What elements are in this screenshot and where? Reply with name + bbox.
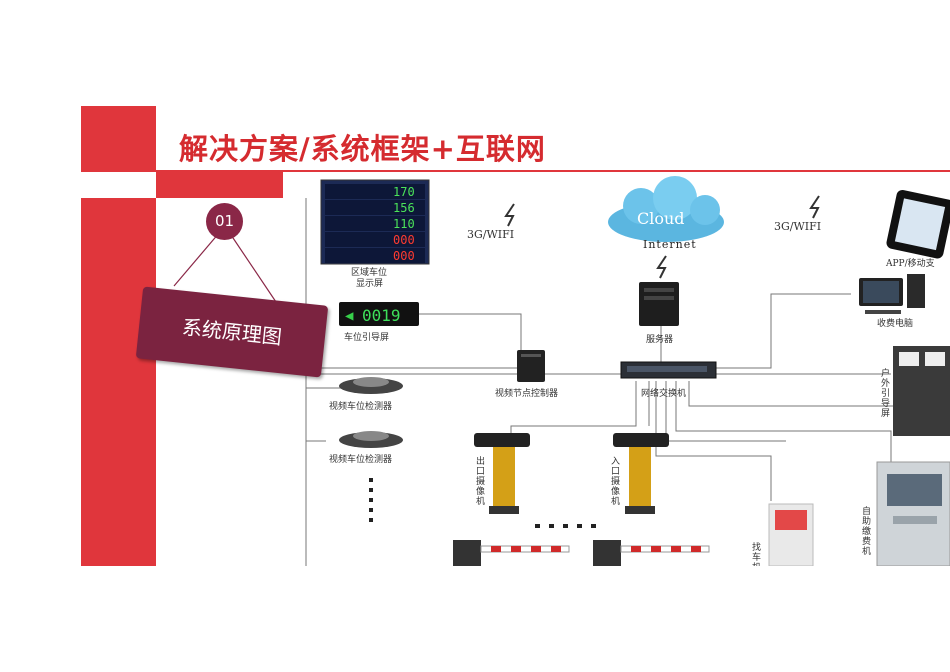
auto-pay-kiosk: [876, 461, 950, 566]
cloud-text: Cloud: [637, 209, 685, 228]
find-car-kiosk: [768, 503, 814, 566]
entry-camera-label-0: 入: [611, 456, 620, 467]
node-controller: [517, 350, 545, 382]
page-title: 解决方案/系统框架+互联网: [179, 132, 546, 166]
display-row-bg: [325, 200, 425, 215]
wireless-icon-left: [504, 203, 515, 227]
guidance-screen-value: 0019: [362, 306, 401, 325]
exit-camera-label-1: 口: [476, 467, 485, 477]
auto-pay-label-1: 助: [862, 515, 871, 527]
zone-display-label-1: 区域车位: [351, 266, 387, 278]
slide: 解决方案/系统框架+互联网 170 156 110 000 000 区域车位 显示屏 ◀…: [81, 106, 950, 566]
wireless-label-right: 3G/WIFI: [774, 220, 821, 233]
display-row-value: 000: [393, 249, 415, 263]
auto-pay-label-4: 机: [862, 545, 871, 557]
auto-pay-label-2: 缴: [862, 525, 871, 537]
pc-label: 收费电脑: [877, 317, 913, 329]
hanger-line-right: [224, 225, 277, 303]
guidance-arrow-icon: ◀: [345, 308, 354, 324]
ellipsis-dots-horizontal: [535, 524, 596, 528]
display-row-bg: [325, 232, 425, 247]
outdoor-guide-label-0: 户: [881, 367, 890, 379]
display-row-value: 000: [393, 233, 415, 247]
cloud-icon: [608, 176, 724, 242]
outdoor-guide-label-3: 导: [881, 398, 890, 409]
display-row-bg: [325, 184, 425, 199]
display-row-bg: [325, 216, 425, 231]
exit-camera-label-2: 摄: [476, 475, 485, 487]
barrier-gate-1: [453, 540, 570, 566]
zone-display-board: 170 156 110 000 000: [320, 179, 430, 265]
red-block-left: [81, 198, 156, 566]
display-row-bg: [325, 248, 425, 263]
app-label: APP/移动支: [885, 257, 935, 269]
auto-pay-label-0: 自: [862, 505, 871, 517]
display-row-value: 110: [393, 217, 415, 231]
network-switch: [620, 361, 717, 379]
switch-label: 网络交换机: [641, 387, 686, 399]
wireless-icon-server: [656, 255, 667, 279]
guidance-screen-label: 车位引导屏: [344, 331, 389, 343]
detector-1: [339, 377, 403, 394]
wireless-icon-right: [809, 195, 820, 219]
pc-icon: [859, 274, 925, 314]
red-bar: [156, 172, 283, 198]
ellipsis-dots-vertical: [369, 478, 373, 522]
title-underline: [156, 170, 950, 172]
exit-camera-label-3: 像: [476, 485, 485, 497]
guidance-screen: ◀ 0019: [339, 302, 419, 326]
line-switch-to-pc: [716, 293, 851, 369]
entry-camera-label-3: 像: [611, 485, 620, 497]
exit-camera-label-4: 机: [476, 495, 485, 507]
display-row-value: 170: [393, 185, 415, 199]
outdoor-guide-sign: [893, 346, 950, 436]
exit-camera-post: [474, 433, 530, 514]
find-car-label-2: 机: [752, 561, 761, 566]
node-controller-label: 视频节点控制器: [495, 387, 558, 399]
detector-2-label: 视频车位检测器: [329, 453, 392, 465]
entry-camera-label-2: 摄: [611, 475, 620, 487]
zone-display-label-2: 显示屏: [356, 278, 383, 289]
wireless-label-left: 3G/WIFI: [467, 228, 514, 241]
find-car-label-1: 车: [752, 551, 761, 563]
exit-camera-label-0: 出: [476, 455, 485, 467]
phone-icon: [886, 189, 950, 259]
line-guidance-to-node: [419, 313, 522, 352]
detector-1-label: 视频车位检测器: [329, 400, 392, 412]
find-car-label-0: 找: [752, 541, 761, 553]
server-icon: [639, 282, 679, 326]
outdoor-guide-label-1: 外: [881, 377, 890, 389]
display-row-value: 156: [393, 201, 415, 215]
outdoor-guide-label-4: 屏: [881, 408, 890, 419]
detector-2: [339, 431, 403, 448]
red-block-top: [81, 106, 156, 172]
entry-camera-label-1: 口: [611, 467, 620, 477]
barrier-gate-2: [593, 540, 710, 566]
white-notch: [81, 172, 156, 198]
server-label: 服务器: [646, 333, 673, 345]
section-number-badge: 01: [206, 203, 243, 240]
auto-pay-label-3: 费: [862, 535, 871, 547]
outdoor-guide-label-2: 引: [881, 388, 890, 399]
entry-camera-label-4: 机: [611, 495, 620, 507]
internet-label: Internet: [643, 238, 697, 251]
system-diagram: 170 156 110 000 000 区域车位 显示屏 ◀ 0019 车位引导屏: [173, 176, 950, 566]
entry-camera-post: [613, 433, 669, 514]
